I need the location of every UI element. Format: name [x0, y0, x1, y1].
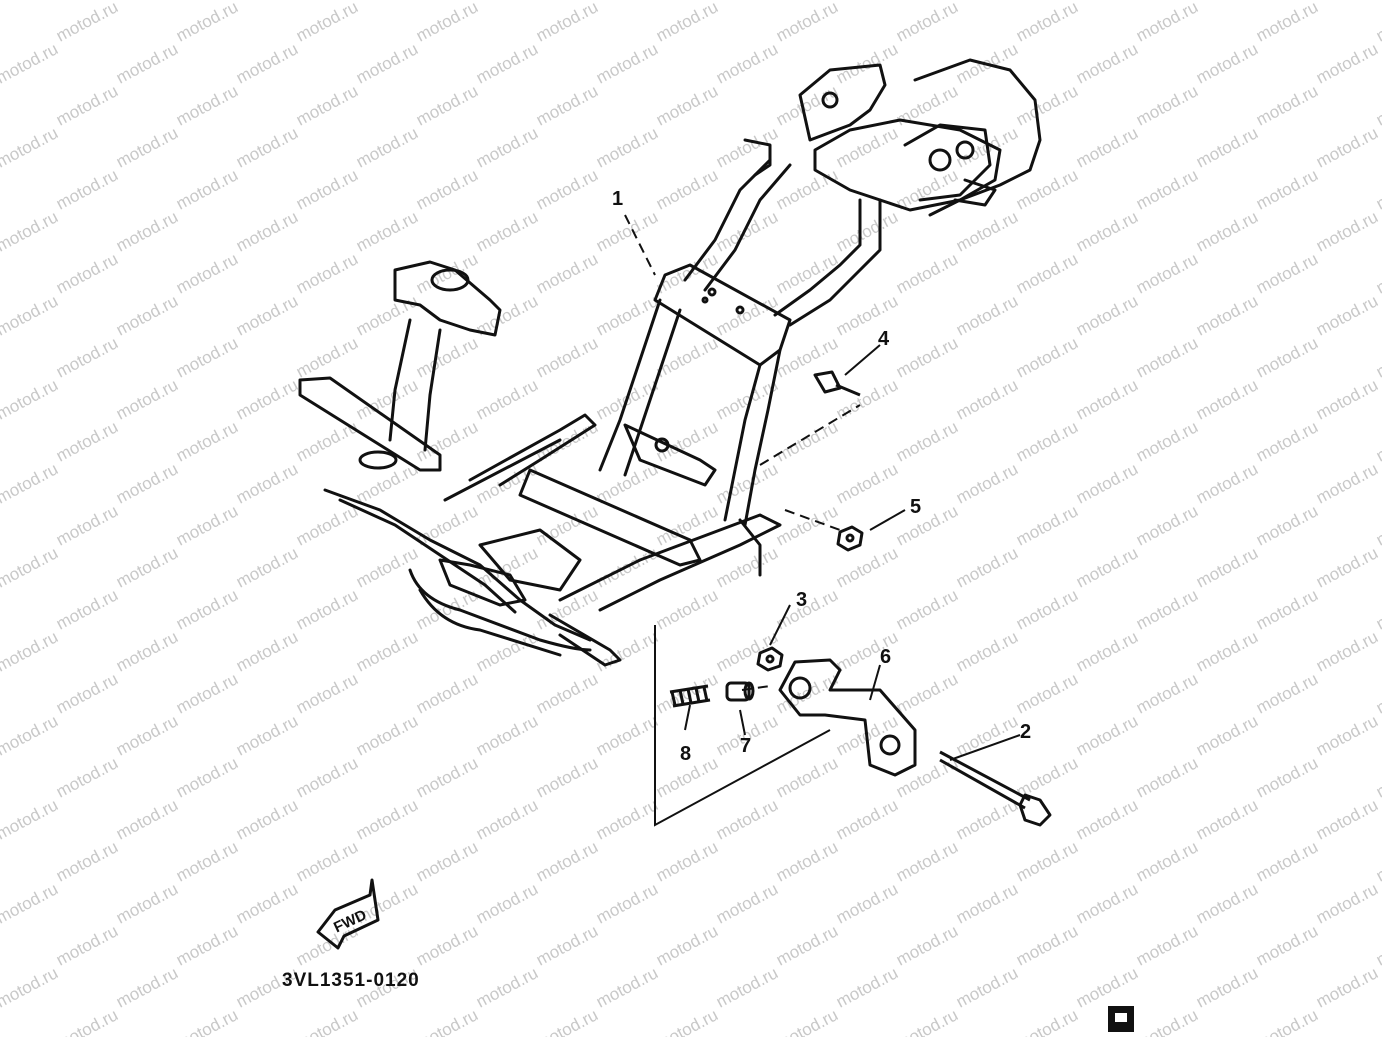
part-bolt-2 — [939, 750, 1052, 827]
frame-rear-section — [798, 58, 1042, 217]
corner-badge-icon — [1108, 1006, 1134, 1032]
part-collar-7 — [725, 681, 755, 702]
frame-upper-rails — [683, 138, 882, 327]
callout-6: 6 — [880, 646, 891, 668]
callout-1: 1 — [612, 188, 623, 210]
part-bolt-4 — [813, 370, 861, 397]
part-nut-3 — [756, 646, 784, 672]
callout-2: 2 — [1020, 721, 1031, 743]
part-spring-8 — [669, 684, 711, 708]
leader-lines — [624, 214, 861, 691]
callout-7: 7 — [740, 735, 751, 757]
part-bracket-6 — [778, 658, 917, 777]
diagram-code: 3VL1351-0120 — [282, 970, 420, 991]
frame-down-tubes — [598, 298, 782, 527]
callout-3: 3 — [796, 589, 807, 611]
bracket-lines — [654, 344, 1021, 827]
frame-lower-tubes — [323, 488, 592, 657]
part-nut-5 — [836, 525, 864, 552]
callout-8: 8 — [680, 743, 691, 765]
callout-5: 5 — [910, 496, 921, 518]
frame-headstock — [298, 260, 502, 472]
frame-floor-section — [443, 413, 782, 667]
callout-4: 4 — [878, 328, 890, 350]
frame-crossmember — [653, 263, 792, 367]
fwd-arrow-icon: FWD — [316, 878, 380, 950]
